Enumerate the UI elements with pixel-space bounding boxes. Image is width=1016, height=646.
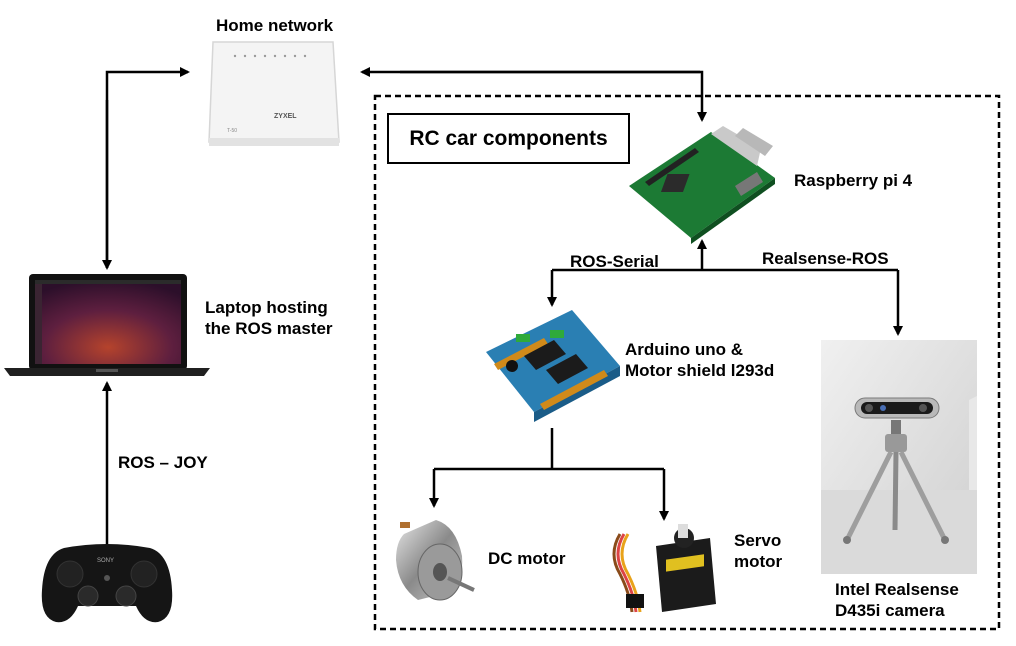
arduino-label-line2: Motor shield l293d — [625, 361, 775, 380]
camera-label-line1: Intel Realsense — [835, 580, 959, 599]
svg-text:T-50: T-50 — [227, 128, 237, 134]
servo-image — [612, 524, 716, 613]
camera-image — [821, 340, 977, 574]
laptop-label: Laptop hosting the ROS master — [205, 297, 333, 339]
raspberry-image — [629, 126, 775, 244]
servo-label-line1: Servo — [734, 531, 782, 550]
laptop-image — [4, 274, 210, 376]
camera-label-line2: D435i camera — [835, 601, 945, 620]
raspberry-label: Raspberry pi 4 — [794, 171, 913, 190]
laptop-label-line1: Laptop hosting — [205, 298, 328, 317]
ros-serial-label: ROS-Serial — [570, 252, 659, 271]
dc-motor-image — [396, 520, 475, 601]
arduino-image — [486, 310, 620, 422]
home-network-label: Home network — [216, 16, 334, 35]
laptop-label-line2: the ROS master — [205, 319, 333, 338]
servo-label: Servo motor — [734, 530, 782, 572]
dc-motor-label: DC motor — [488, 549, 566, 568]
svg-text:ZYXEL: ZYXEL — [274, 113, 297, 120]
rc-car-boundary — [373, 94, 1001, 631]
rc-car-components-title: RC car components — [387, 113, 630, 164]
arduino-motor-links — [429, 428, 669, 521]
arduino-label: Arduino uno & Motor shield l293d — [625, 339, 774, 381]
ros-joy-label: ROS – JOY — [118, 453, 208, 472]
raspberry-bus — [547, 239, 903, 336]
laptop-router-link — [102, 67, 190, 270]
svg-text:SONY: SONY — [97, 558, 114, 564]
router-image: ZYXEL T-50 — [208, 41, 340, 146]
arduino-label-line1: Arduino uno & — [625, 340, 744, 359]
gamepad-image: SONY — [41, 544, 173, 623]
camera-label: Intel Realsense D435i camera — [835, 579, 959, 621]
router-raspberry-link — [360, 67, 707, 122]
servo-label-line2: motor — [734, 552, 783, 571]
realsense-ros-label: Realsense-ROS — [762, 249, 889, 268]
